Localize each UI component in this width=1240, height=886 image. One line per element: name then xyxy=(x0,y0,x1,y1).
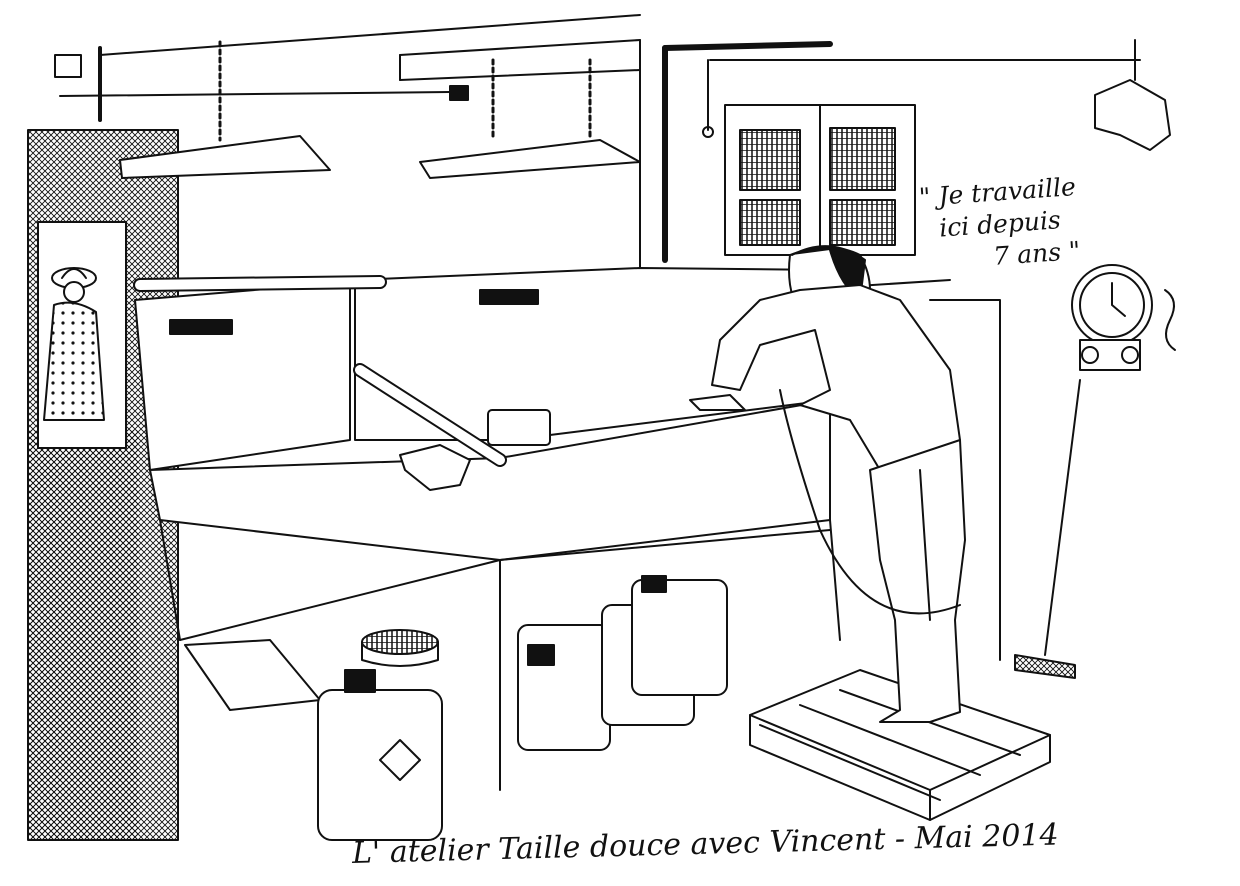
ceiling-lamp-left xyxy=(119,135,331,179)
vincent-figure xyxy=(689,245,966,723)
ceiling-lines xyxy=(99,14,641,81)
hanging-chains xyxy=(218,40,592,142)
jerrycan-3 xyxy=(631,575,728,696)
wall-poster xyxy=(37,221,127,449)
wooden-pallet xyxy=(749,669,1051,821)
wall-clock xyxy=(1071,264,1176,371)
window xyxy=(724,104,916,256)
jerrycan-large-flammable xyxy=(317,669,443,841)
broom xyxy=(1014,379,1081,679)
acid-bath-tank-left xyxy=(134,281,351,471)
bath-front-wall xyxy=(149,399,841,791)
rag xyxy=(399,444,471,491)
under-bench-tray xyxy=(184,639,321,711)
rolling-bar xyxy=(133,275,507,467)
hanging-gloves xyxy=(1094,79,1171,151)
jerrycan-1 xyxy=(517,624,611,751)
small-jerrycan-in-bath xyxy=(487,409,551,446)
ceiling-pipe xyxy=(54,39,1141,263)
speech-quote: " Je travaille ici depuis 7 ans " xyxy=(918,168,1124,278)
sieve xyxy=(361,629,439,667)
ceiling-lamp-right xyxy=(419,139,641,179)
